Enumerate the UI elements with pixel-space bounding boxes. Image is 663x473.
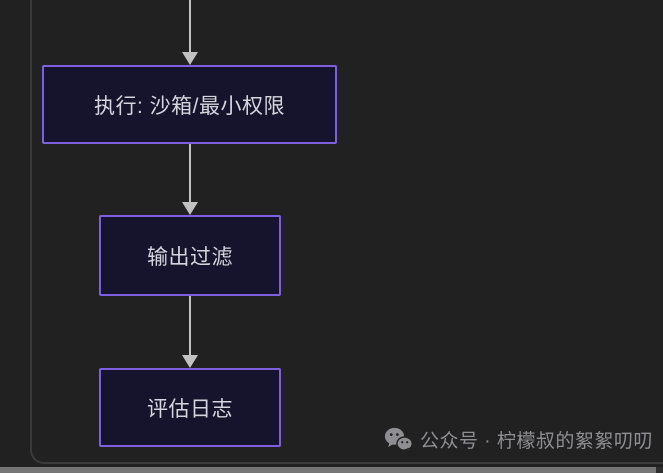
- arrow-filter-to-log: [182, 296, 198, 368]
- node-eval-log-label: 评估日志: [147, 397, 233, 421]
- wechat-icon: [384, 427, 413, 452]
- node-output-filter: 输出过滤: [99, 215, 281, 296]
- node-execute-sandbox: 执行: 沙箱/最小权限: [42, 65, 337, 144]
- arrow-shaft: [189, 144, 191, 202]
- panel-border: [30, 0, 663, 464]
- watermark-text: 公众号 · 柠檬叔的絮絮叨叨: [420, 431, 653, 452]
- node-output-filter-label: 输出过滤: [147, 245, 233, 269]
- arrow-into-execute-node: [182, 0, 198, 65]
- arrow-head-icon: [182, 202, 198, 215]
- arrow-shaft: [189, 0, 191, 52]
- arrow-shaft: [189, 296, 191, 355]
- arrow-execute-to-filter: [182, 144, 198, 215]
- watermark: 公众号 · 柠檬叔的絮絮叨叨: [384, 426, 653, 453]
- node-eval-log: 评估日志: [99, 368, 281, 447]
- bottom-strip-cap: [656, 467, 663, 473]
- arrow-head-icon: [182, 52, 198, 65]
- node-execute-label: 执行: 沙箱/最小权限: [93, 94, 285, 118]
- bottom-strip: [0, 467, 663, 473]
- arrow-head-icon: [182, 355, 198, 368]
